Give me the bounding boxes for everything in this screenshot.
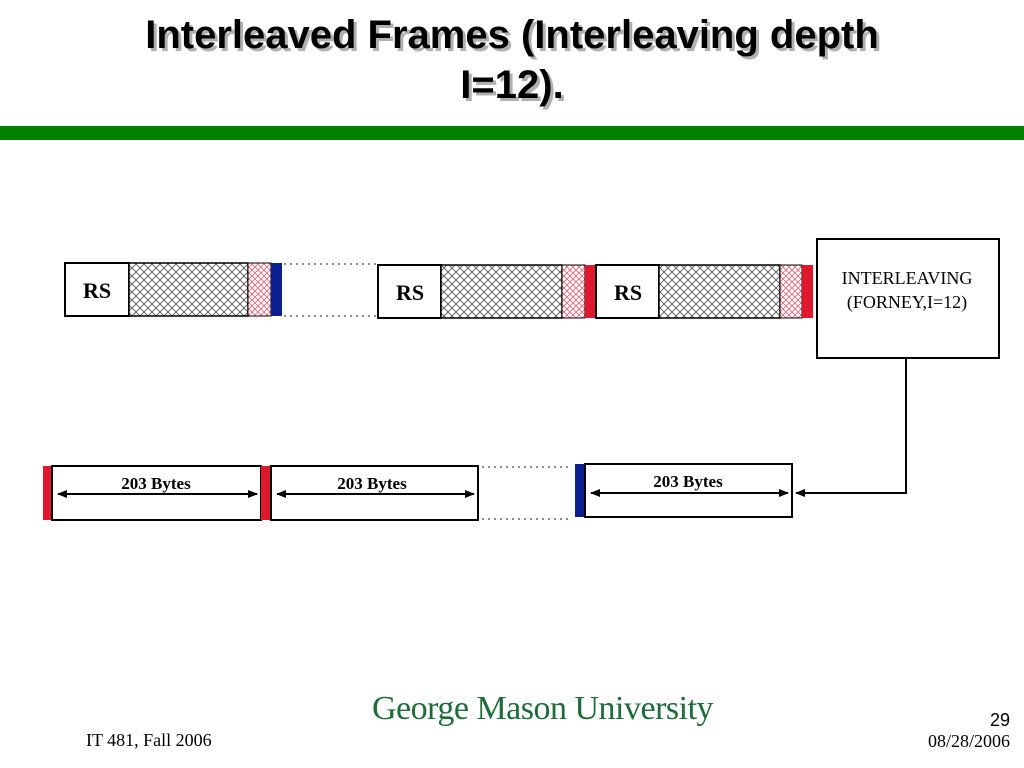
rs-frame-1: RS [64,262,282,317]
data-block-1 [128,262,249,317]
byte-label-1: 203 Bytes [121,474,191,493]
slide-title-line-2: I=12). [460,63,564,107]
page-number: 29 [989,710,1010,730]
footer-right: 29 08/28/2006 [928,710,1010,752]
blue-sync-marker-1 [271,263,282,316]
interleaver-label-line-1: INTERLEAVING [842,268,973,288]
blue-sync-marker-b3 [575,464,585,517]
course-footer: IT 481, Fall 2006 [86,730,212,750]
rs-label-3: RS [614,280,642,305]
red-sync-marker-3 [802,265,813,318]
rs-frame-2: RS [377,264,596,319]
university-logo: George Mason University [372,690,714,727]
data-block-3 [658,264,781,319]
interleaver-output-arrow [795,358,907,497]
parity-block-2 [561,264,586,319]
byte-frame-3: 203 Bytes [575,463,793,518]
rs-block-3 [595,264,660,319]
parity-block-1 [247,262,272,317]
byte-label-3: 203 Bytes [653,472,723,491]
red-sync-marker-b2 [261,466,271,520]
title-rule [0,126,1024,140]
red-sync-marker-b1 [43,466,52,520]
slide-title: Interleaved Frames (Interleaving depth I… [60,10,964,110]
rs-label-1: RS [83,278,111,303]
rs-label-2: RS [396,280,424,305]
byte-frame-2: 203 Bytes [261,465,479,521]
slide-title-line-1: Interleaved Frames (Interleaving depth [145,13,879,57]
data-block-2 [440,264,563,319]
rs-block-2 [377,264,442,319]
interleaver-box: INTERLEAVING (FORNEY,I=12) [816,238,1000,359]
byte-frame-1: 203 Bytes [43,465,262,521]
red-sync-marker-2 [585,265,596,318]
parity-block-3 [779,264,803,319]
byte-label-2: 203 Bytes [337,474,407,493]
footer-date: 08/28/2006 [927,731,1010,751]
interleaver-label-line-2: (FORNEY,I=12) [847,292,967,313]
rs-frame-3: RS [595,264,813,319]
